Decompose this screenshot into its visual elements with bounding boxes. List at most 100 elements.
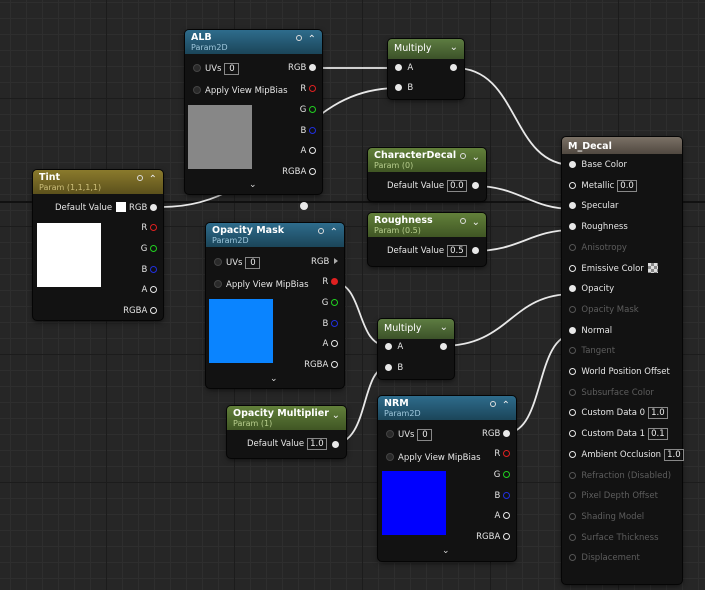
tint-node-controls[interactable]: ⌃ bbox=[136, 174, 157, 185]
preview-toggle-icon[interactable] bbox=[136, 175, 143, 181]
collapse-chevron-icon[interactable]: ⌃ bbox=[329, 227, 338, 238]
output-pin-icon[interactable] bbox=[309, 85, 316, 92]
nrm-output-b[interactable]: B bbox=[494, 490, 510, 502]
multiply-bottom-input-a[interactable]: A bbox=[385, 341, 403, 353]
multiply-bottom-node[interactable]: Multiply ⌄ A B bbox=[378, 319, 454, 379]
output-pin-icon[interactable] bbox=[334, 258, 338, 264]
opacitymask-output-b[interactable]: B bbox=[322, 318, 338, 330]
tint-output-b[interactable]: B bbox=[141, 264, 157, 276]
collapse-chevron-icon[interactable]: ⌄ bbox=[449, 42, 458, 53]
nrm-controls[interactable]: ⌃ bbox=[489, 400, 510, 411]
opacitymask-uvs-value[interactable]: 0 bbox=[245, 257, 261, 269]
mipbias-pin-icon[interactable] bbox=[193, 86, 201, 94]
emissive-color-swatch[interactable] bbox=[647, 262, 658, 273]
tint-color-swatch[interactable] bbox=[116, 202, 127, 212]
nrm-uvs-value[interactable]: 0 bbox=[417, 429, 433, 441]
input-pin-icon[interactable] bbox=[385, 343, 392, 350]
input-pin-icon[interactable] bbox=[569, 264, 576, 272]
alb-output-rgba[interactable]: RGBA bbox=[282, 166, 316, 178]
output-pin-icon[interactable] bbox=[440, 343, 447, 350]
input-pin-icon[interactable] bbox=[385, 364, 392, 371]
output-pin-icon[interactable] bbox=[472, 182, 479, 189]
nrm-output-g[interactable]: G bbox=[494, 469, 510, 481]
input-pin-icon[interactable] bbox=[569, 326, 576, 334]
opacitymask-output-g[interactable]: G bbox=[322, 297, 338, 309]
output-pin-icon[interactable] bbox=[503, 450, 510, 457]
material-input-specular[interactable]: Specular bbox=[569, 200, 619, 212]
output-pin-icon[interactable] bbox=[331, 361, 338, 368]
roughness-controls[interactable]: ⌄ bbox=[459, 218, 480, 228]
tint-default-row[interactable]: Default Value bbox=[55, 202, 127, 214]
output-pin-icon[interactable] bbox=[150, 286, 157, 293]
material-input-normal[interactable]: Normal bbox=[569, 325, 612, 337]
nrm-output-a[interactable]: A bbox=[494, 510, 510, 522]
output-pin-icon[interactable] bbox=[331, 340, 338, 347]
preview-toggle-icon[interactable] bbox=[459, 218, 466, 224]
material-input-base-color[interactable]: Base Color bbox=[569, 159, 627, 171]
multiply-bottom-header[interactable]: Multiply ⌄ bbox=[378, 319, 454, 339]
preview-toggle-icon[interactable] bbox=[295, 35, 302, 41]
collapse-chevron-icon[interactable]: ⌄ bbox=[439, 322, 448, 333]
output-pin-icon[interactable] bbox=[150, 204, 157, 211]
preview-toggle-icon[interactable] bbox=[489, 401, 496, 407]
roughness-output[interactable] bbox=[472, 245, 479, 257]
opacitymask-output-a[interactable]: A bbox=[322, 338, 338, 350]
collapse-chevron-icon[interactable]: ⌃ bbox=[501, 400, 510, 411]
nrm-header[interactable]: NRM Param2D ⌃ bbox=[378, 396, 516, 420]
output-pin-icon[interactable] bbox=[309, 64, 316, 71]
output-pin-icon[interactable] bbox=[309, 127, 316, 134]
output-pin-icon[interactable] bbox=[503, 533, 510, 540]
uvs-pin-icon[interactable] bbox=[214, 258, 222, 266]
preview-toggle-icon[interactable] bbox=[459, 153, 466, 159]
output-pin-icon[interactable] bbox=[503, 471, 510, 478]
output-pin-icon[interactable] bbox=[503, 430, 510, 437]
material-input-value[interactable]: 0.1 bbox=[648, 428, 668, 441]
alb-output-r[interactable]: R bbox=[300, 83, 316, 95]
tint-output-r[interactable]: R bbox=[141, 222, 157, 234]
characterdecal-output[interactable] bbox=[472, 180, 479, 192]
material-input-world-position-offset[interactable]: World Position Offset bbox=[569, 366, 670, 378]
opacitymask-mipbias-row[interactable]: Apply View MipBias bbox=[214, 279, 309, 291]
tint-output-rgba[interactable]: RGBA bbox=[123, 305, 157, 317]
output-pin-icon[interactable] bbox=[150, 266, 157, 273]
material-input-emissive-color[interactable]: Emissive Color bbox=[569, 262, 658, 275]
nrm-output-r[interactable]: R bbox=[494, 448, 510, 460]
multiply-top-output[interactable] bbox=[450, 62, 457, 74]
multiply-bottom-output[interactable] bbox=[440, 341, 447, 353]
nrm-output-rgb[interactable]: RGB bbox=[482, 428, 510, 440]
input-pin-icon[interactable] bbox=[569, 181, 576, 189]
opacitymask-expand-chevron-icon[interactable]: ⌄ bbox=[270, 374, 278, 384]
input-pin-icon[interactable] bbox=[569, 430, 576, 438]
uvs-pin-icon[interactable] bbox=[386, 430, 394, 438]
preview-toggle-icon[interactable] bbox=[317, 228, 324, 234]
mipbias-pin-icon[interactable] bbox=[386, 453, 394, 461]
input-pin-icon[interactable] bbox=[569, 450, 576, 458]
multiply-top-node[interactable]: Multiply ⌄ A B bbox=[388, 39, 464, 99]
material-input-value[interactable]: 1.0 bbox=[648, 407, 668, 420]
opacitymultiplier-default-value[interactable]: 1.0 bbox=[307, 438, 327, 450]
output-pin-icon[interactable] bbox=[472, 247, 479, 254]
material-input-roughness[interactable]: Roughness bbox=[569, 221, 628, 233]
input-pin-icon[interactable] bbox=[569, 223, 576, 231]
output-pin-icon[interactable] bbox=[331, 320, 338, 327]
collapse-chevron-icon[interactable]: ⌄ bbox=[331, 410, 340, 421]
input-pin-icon[interactable] bbox=[569, 409, 576, 417]
alb-output-rgb[interactable]: RGB bbox=[288, 62, 316, 74]
alb-uvs-value[interactable]: 0 bbox=[224, 63, 240, 75]
nrm-expand-chevron-icon[interactable]: ⌄ bbox=[442, 546, 450, 556]
material-input-value[interactable]: 1.0 bbox=[664, 448, 684, 461]
output-pin-icon[interactable] bbox=[503, 492, 510, 499]
collapse-chevron-icon[interactable]: ⌃ bbox=[148, 174, 157, 185]
output-pin-icon[interactable] bbox=[309, 168, 316, 175]
output-pin-icon[interactable] bbox=[309, 106, 316, 113]
output-pin-icon[interactable] bbox=[450, 64, 457, 71]
input-pin-icon[interactable] bbox=[395, 84, 402, 91]
output-pin-icon[interactable] bbox=[150, 224, 157, 231]
output-pin-icon[interactable] bbox=[150, 307, 157, 314]
